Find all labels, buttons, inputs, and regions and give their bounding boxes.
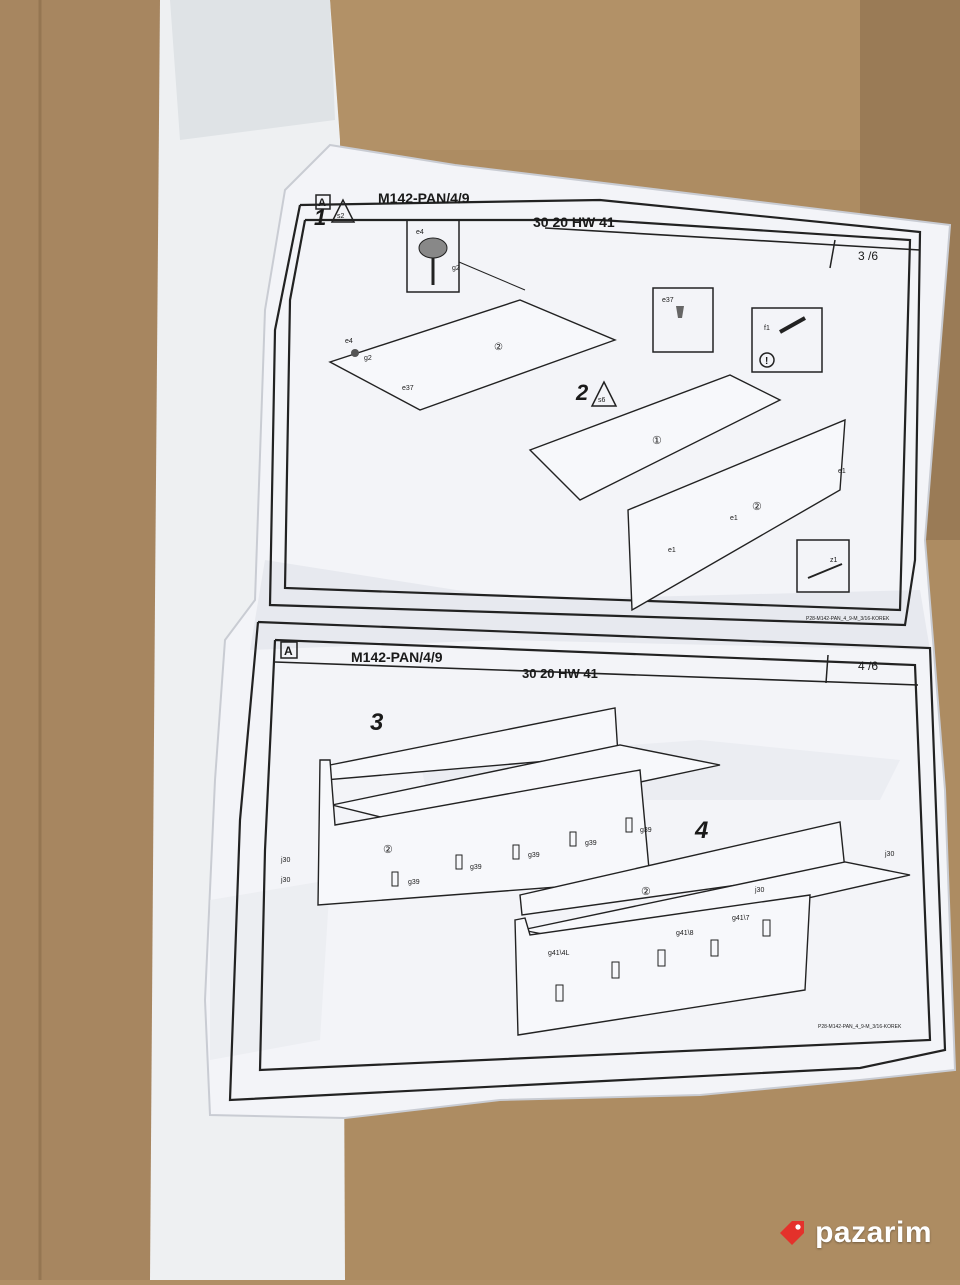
cam-detail-label-g2: g2 bbox=[452, 265, 460, 272]
cardboard-left-flap bbox=[0, 0, 175, 1280]
sheet-bottom-corner-letter: A bbox=[284, 644, 293, 658]
step-2-back-panel bbox=[627, 418, 846, 612]
sheet-top-page-divider bbox=[829, 239, 836, 269]
hook-icon bbox=[762, 919, 771, 937]
cam-fitting-icon bbox=[418, 237, 448, 259]
dowel-detail-box bbox=[751, 307, 823, 373]
step-4-back-panel bbox=[514, 894, 811, 1036]
step-4-label-j30-b: j30 bbox=[754, 887, 764, 894]
hook-icon bbox=[569, 831, 577, 847]
cam-fitting-marker bbox=[351, 349, 359, 357]
sheet-bottom-outer-frame bbox=[228, 620, 947, 1102]
step-3-label-g39-d: g39 bbox=[585, 840, 597, 847]
step-2-number: 2 bbox=[575, 380, 589, 405]
step-1-hardware-triangle-icon bbox=[330, 198, 356, 223]
panel-label-e4: e4 bbox=[345, 338, 353, 345]
step-4-circle-2: ② bbox=[641, 886, 651, 898]
step-1-number: 1 bbox=[314, 205, 326, 230]
hook-icon bbox=[512, 844, 520, 860]
step-4-label-g41-7: g41\7 bbox=[732, 915, 750, 922]
hook-icon bbox=[555, 984, 564, 1002]
pazarim-tag-hole bbox=[795, 1224, 801, 1230]
sheet-bottom-inner-frame bbox=[258, 638, 932, 1072]
panel-label-e37: e37 bbox=[402, 385, 414, 392]
cam-detail-box bbox=[406, 219, 460, 293]
step-3-hooks bbox=[391, 817, 633, 887]
back-panel-label-e1-b: e1 bbox=[730, 515, 738, 522]
hook-icon bbox=[391, 871, 399, 887]
cam-detail-pointer bbox=[458, 261, 526, 291]
sheet-top-page-number: 3 /6 bbox=[858, 249, 878, 263]
sheet-bottom-page-number: 4 /6 bbox=[858, 659, 878, 673]
step-4-label-j30-a: j30 bbox=[884, 851, 894, 858]
step-1-panel bbox=[328, 299, 617, 411]
sheet-top-code: 30 20 HW 41 bbox=[533, 214, 615, 230]
cardboard-top-flap bbox=[330, 0, 960, 150]
sheet-bottom-model: M142-PAN/4/9 bbox=[351, 649, 443, 665]
step-3-number: 3 bbox=[370, 709, 384, 736]
step-4-label-g41-8: g41\8 bbox=[676, 930, 694, 937]
styrofoam-shade bbox=[170, 0, 335, 140]
step-4-hooks bbox=[555, 919, 771, 1002]
sheet-bottom-footer: P28-M142-PAN_4_9-M_3/16-KOREK bbox=[818, 1024, 902, 1030]
hook-icon bbox=[455, 854, 463, 870]
sheet-top-model: M142-PAN/4/9 bbox=[378, 190, 470, 206]
allen-key-icon bbox=[807, 563, 843, 579]
step-3-label-g39-b: g39 bbox=[470, 864, 482, 871]
step-2-hardware-label: s6 bbox=[598, 397, 606, 404]
step-1-hardware-label: s2 bbox=[337, 213, 345, 220]
sheet-top-header-line bbox=[544, 227, 921, 251]
step-3-label-g39-a: g39 bbox=[408, 879, 420, 886]
shelf-circle-1: ① bbox=[652, 435, 662, 447]
warning-icon bbox=[759, 352, 775, 368]
hook-icon bbox=[710, 939, 719, 957]
e37-detail-box bbox=[652, 287, 714, 353]
hook-icon bbox=[611, 961, 620, 979]
sheet-bottom-page-divider bbox=[825, 654, 829, 684]
step-2-shelf bbox=[528, 374, 782, 501]
tool-detail-box bbox=[796, 539, 850, 593]
step-3-label-g39-c: g39 bbox=[528, 852, 540, 859]
step-3-back-panel bbox=[317, 759, 651, 906]
step-3-label-j30-b: j30 bbox=[280, 877, 290, 884]
screw-icon bbox=[676, 306, 684, 318]
pazarim-tag-icon bbox=[780, 1221, 805, 1245]
panel-circle-2: ② bbox=[494, 342, 503, 353]
sheet-top-corner-box bbox=[315, 194, 331, 210]
pazarim-brand-text: pazarim bbox=[815, 1216, 932, 1249]
e37-detail-label: e37 bbox=[662, 297, 674, 304]
hook-icon bbox=[625, 817, 633, 833]
paper-crease-shadow-2 bbox=[210, 880, 330, 1060]
step-3-label-g39-e: g39 bbox=[640, 827, 652, 834]
tool-detail-label-z1: z1 bbox=[830, 557, 838, 564]
dowel-detail-label-f1: f1 bbox=[764, 325, 770, 332]
pazarim-watermark: pazarim bbox=[777, 1216, 932, 1250]
sheet-bottom-corner-box bbox=[280, 641, 298, 659]
step-3-circle-2: ② bbox=[383, 844, 393, 856]
sheet-bottom-header-line bbox=[274, 661, 919, 686]
hook-icon bbox=[657, 949, 666, 967]
step-4-label-g41-4l: g41\4L bbox=[548, 950, 570, 957]
panel-label-g2: g2 bbox=[364, 355, 372, 362]
step-2-hardware-triangle-icon bbox=[590, 380, 618, 407]
dowel-icon bbox=[779, 316, 806, 334]
sheet-top-outer-frame bbox=[268, 198, 922, 627]
step-4-number: 4 bbox=[694, 817, 708, 844]
back-panel-circle-2: ② bbox=[752, 501, 762, 513]
back-panel-label-e1-c: e1 bbox=[668, 547, 676, 554]
cam-detail-label-e4: e4 bbox=[416, 229, 424, 236]
sheet-bottom: A M142-PAN/4/9 30 20 HW 41 4 /6 3 ② j30 … bbox=[228, 620, 947, 1102]
warning-icon-mark: ! bbox=[765, 356, 768, 367]
sheet-bottom-code: 30 20 HW 41 bbox=[522, 666, 598, 681]
sheet-top-inner-frame bbox=[283, 218, 912, 612]
back-panel-label-e1-a: e1 bbox=[838, 468, 846, 475]
sheet-top: A M142-PAN/4/9 30 20 HW 41 3 /6 1 s2 e4 … bbox=[268, 190, 922, 627]
sheet-top-corner-letter: A bbox=[318, 197, 326, 209]
step-3-label-j30-a: j30 bbox=[280, 857, 290, 864]
sheet-top-footer: P28-M142-PAN_4_9-M_3/16-KOREK bbox=[806, 616, 890, 622]
pazarim-tag-shape bbox=[780, 1221, 805, 1245]
